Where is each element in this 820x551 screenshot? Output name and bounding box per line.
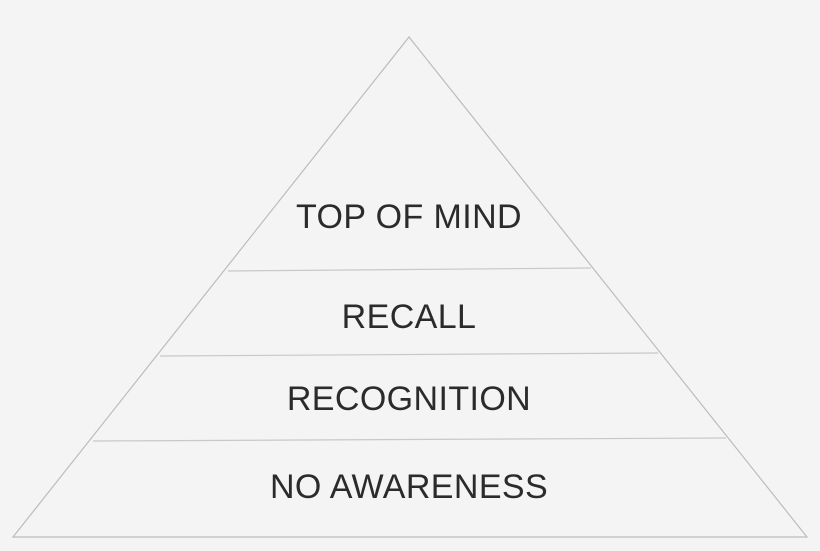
pyramid-tier-label-no-awareness: NO AWARENESS bbox=[269, 468, 549, 506]
pyramid-tier-label-recall: RECALL bbox=[341, 298, 477, 336]
pyramid-tier-label-recognition: RECOGNITION bbox=[286, 380, 532, 418]
pyramid-tier-label-top-of-mind: TOP OF MIND bbox=[295, 198, 523, 236]
tier-divider-top-of-mind-recall bbox=[227, 267, 592, 272]
tier-divider-recall-recognition bbox=[159, 352, 659, 357]
pyramid-outline bbox=[11, 36, 809, 538]
tier-divider-recognition-no-awareness bbox=[92, 437, 727, 442]
